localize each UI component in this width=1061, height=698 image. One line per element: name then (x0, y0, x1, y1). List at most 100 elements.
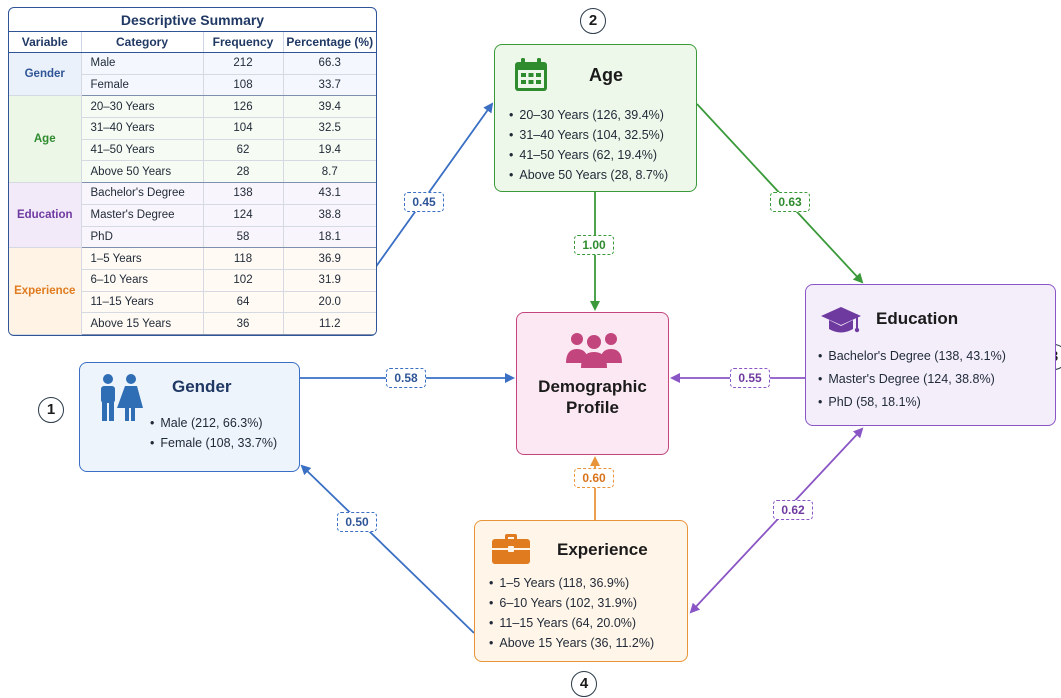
frequency-cell: 64 (202, 291, 283, 314)
category-cell: Female (80, 74, 203, 97)
frequency-cell: 58 (202, 226, 283, 249)
frequency-cell: 104 (202, 117, 283, 140)
percentage-cell: 43.1 (282, 182, 376, 205)
category-cell: Master's Degree (80, 204, 203, 227)
category-cell: Male (80, 52, 203, 75)
category-cell: 41–50 Years (80, 139, 203, 162)
frequency-cell: 138 (202, 182, 283, 205)
header-frequency: Frequency (202, 31, 283, 53)
weight-education-to-demo: 0.55 (730, 368, 770, 388)
gender-node: Gender Male (212, 66.3%) Female (108, 33… (79, 362, 300, 472)
variable-cell: Age (9, 95, 81, 184)
descriptive-summary-table: Descriptive Summary Variable Category Fr… (8, 7, 377, 336)
percentage-cell: 39.4 (282, 95, 376, 119)
calendar-icon (515, 58, 547, 91)
percentage-cell: 32.5 (282, 117, 376, 140)
variable-cell: Gender (9, 52, 81, 97)
category-cell: 11–15 Years (80, 291, 203, 314)
percentage-cell: 36.9 (282, 247, 376, 270)
category-cell: 6–10 Years (80, 269, 203, 292)
frequency-cell: 124 (202, 204, 283, 227)
percentage-cell: 31.9 (282, 269, 376, 292)
percentage-cell: 19.4 (282, 139, 376, 162)
arrow-education-experience (689, 427, 864, 614)
education-item: PhD (58, 18.1%) (818, 391, 1006, 414)
category-cell: Above 50 Years (80, 160, 203, 184)
experience-item: Above 15 Years (36, 11.2%) (489, 633, 654, 653)
variable-cell: Experience (9, 247, 81, 335)
arrow-table-to-age (374, 102, 494, 269)
demographic-title: Demographic Profile (517, 376, 668, 418)
category-cell: Above 15 Years (80, 312, 203, 335)
education-title: Education (876, 309, 959, 328)
percentage-cell: 33.7 (282, 74, 376, 97)
gender-item: Female (108, 33.7%) (150, 433, 277, 453)
category-cell: PhD (80, 226, 203, 249)
education-item: Master's Degree (124, 38.8%) (818, 368, 1006, 391)
summary-title: Descriptive Summary (9, 8, 376, 32)
demographic-title-line2: Profile (566, 398, 619, 417)
frequency-cell: 118 (202, 247, 283, 270)
group-icon (566, 333, 622, 368)
percentage-cell: 20.0 (282, 291, 376, 314)
percentage-cell: 38.8 (282, 204, 376, 227)
graduation-cap-icon (821, 307, 861, 333)
age-title: Age (589, 65, 624, 85)
percentage-cell: 66.3 (282, 52, 376, 75)
weight-age-to-demo: 1.00 (574, 235, 614, 255)
education-item: Bachelor's Degree (138, 43.1%) (818, 345, 1005, 368)
header-variable: Variable (9, 31, 81, 53)
frequency-cell: 212 (202, 52, 283, 75)
weight-experience-to-gender: 0.50 (337, 512, 377, 532)
experience-item: 1–5 Years (118, 36.9%) (489, 573, 654, 593)
experience-item: 6–10 Years (102, 31.9%) (489, 593, 654, 613)
category-cell: 20–30 Years (80, 95, 203, 119)
frequency-cell: 108 (202, 74, 283, 97)
marker-2: 2 (580, 8, 606, 34)
experience-node: Experience 1–5 Years (118, 36.9%) 6–10 Y… (474, 520, 688, 662)
education-node: Education Bachelor's Degree (138, 43.1%)… (805, 284, 1056, 426)
header-percentage: Percentage (%) (282, 31, 376, 53)
marker-4: 4 (571, 671, 597, 697)
experience-item: 11–15 Years (64, 20.0%) (489, 613, 654, 633)
age-item: 41–50 Years (62, 19.4%) (509, 145, 668, 165)
arrow-experience-to-gender (300, 464, 475, 634)
marker-1: 1 (38, 397, 64, 423)
frequency-cell: 126 (202, 95, 283, 119)
demographic-title-line1: Demographic (538, 377, 647, 396)
demographic-profile-node: Demographic Profile (516, 312, 669, 455)
variable-cell: Education (9, 182, 81, 249)
gender-title: Gender (172, 377, 232, 396)
percentage-cell: 18.1 (282, 226, 376, 249)
category-cell: 31–40 Years (80, 117, 203, 140)
age-item: Above 50 Years (28, 8.7%) (509, 165, 668, 185)
weight-table-to-age: 0.45 (404, 192, 444, 212)
percentage-cell: 8.7 (282, 160, 376, 184)
briefcase-icon (492, 534, 530, 564)
frequency-cell: 36 (202, 312, 283, 335)
frequency-cell: 102 (202, 269, 283, 292)
category-cell: 1–5 Years (80, 247, 203, 270)
weight-experience-to-demo: 0.60 (574, 468, 614, 488)
frequency-cell: 28 (202, 160, 283, 184)
header-category: Category (80, 31, 203, 53)
age-node: Age 20–30 Years (126, 39.4%) 31–40 Years… (494, 44, 697, 192)
people-icon (101, 374, 143, 421)
frequency-cell: 62 (202, 139, 283, 162)
gender-item: Male (212, 66.3%) (150, 413, 277, 433)
experience-title: Experience (557, 540, 648, 559)
